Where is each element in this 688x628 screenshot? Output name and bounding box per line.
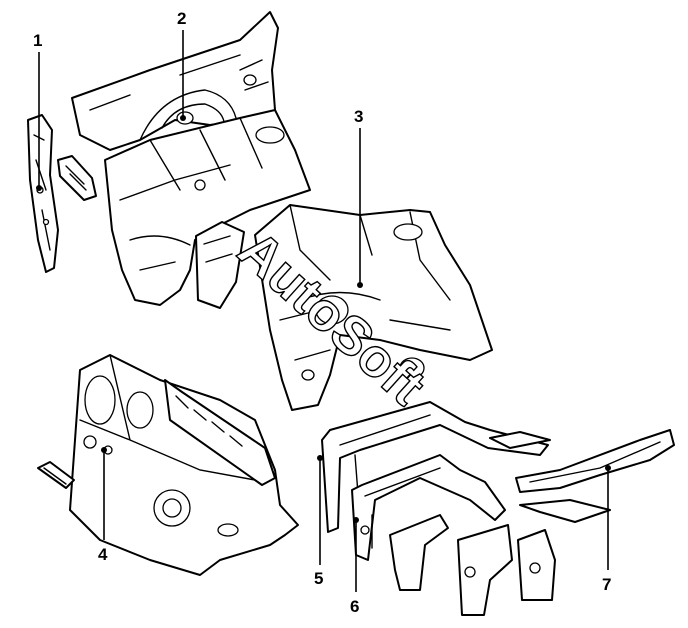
leader-lines: [36, 30, 611, 592]
left-inner-wheelhouse: [104, 109, 311, 309]
part-2-rear-wheelhouse: [71, 11, 279, 151]
part-5-6-front-rails: [321, 401, 556, 616]
callout-2: 2: [177, 9, 186, 28]
part-3-right-inner-wheelhouse: [254, 204, 493, 411]
part-7-rail-extension: [489, 429, 675, 523]
callout-1: 1: [33, 31, 42, 50]
part-1-pillar-strip: [27, 114, 97, 273]
part-4-firewall-panel: [37, 354, 299, 576]
callout-7: 7: [602, 575, 611, 594]
callout-6: 6: [350, 597, 359, 616]
callout-5: 5: [314, 569, 323, 588]
callout-4: 4: [98, 545, 108, 564]
callout-3: 3: [354, 107, 363, 126]
